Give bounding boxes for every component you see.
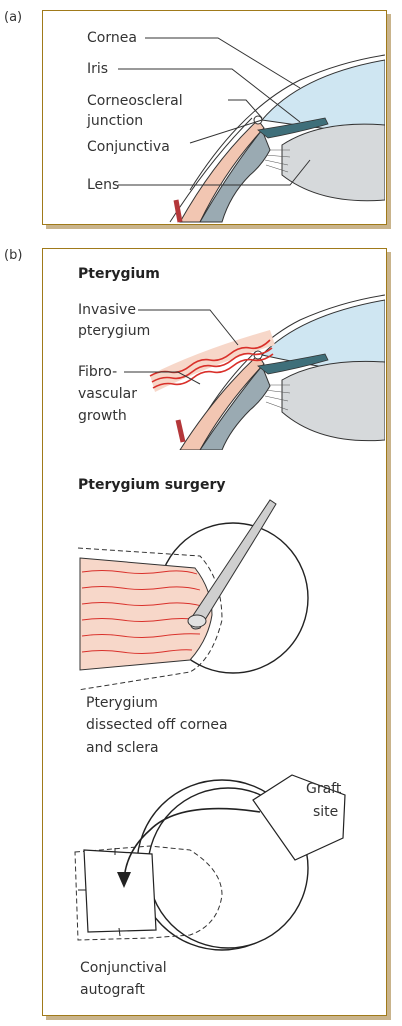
graft-site-label-1: Graft [306,779,341,799]
graft-caption-1: Conjunctival [80,958,167,978]
graft-caption-2: autograft [80,980,145,1000]
conjunctival-graft [84,850,156,932]
graft-site-label-2: site [313,802,338,822]
